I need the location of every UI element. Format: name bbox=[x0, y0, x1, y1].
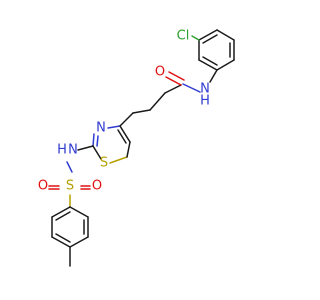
c-cl-bond bbox=[191, 35, 200, 41]
sulfonamide-nitrogen-label: N bbox=[68, 143, 78, 158]
amide-nitrogen-label: N bbox=[200, 82, 210, 97]
chain-bond-2 bbox=[132, 109, 151, 114]
sulfonyl-oxygen-left-label: O bbox=[38, 179, 48, 194]
carbonyl-oxygen-label: O bbox=[155, 65, 165, 80]
thiazole-nitrogen-label: N bbox=[96, 121, 106, 136]
tolyl-ring bbox=[51, 206, 89, 248]
carbonyl-double-bond-a bbox=[165, 76, 182, 86]
amide-hydrogen-label: H bbox=[200, 94, 210, 109]
sulfonamide-hydrogen-label: H bbox=[57, 143, 67, 158]
n-carbonyl-bond bbox=[182, 83, 201, 93]
chlorophenyl-ring bbox=[198, 29, 235, 71]
thiazole-nh-bond bbox=[77, 145, 94, 151]
chain-bond-1 bbox=[149, 92, 166, 111]
thiazole-sulfur-label: S bbox=[100, 156, 108, 171]
nh-s-bond bbox=[66, 161, 73, 173]
carbonyl-double-bond-b bbox=[168, 71, 185, 81]
sulfonyl-sulfur-label: S bbox=[66, 179, 74, 194]
sulfonyl-oxygen-right-label: O bbox=[92, 179, 102, 194]
carbonyl-ch2-bond bbox=[164, 84, 182, 94]
molecule-diagram: Cl N H O N S N H S O O bbox=[38, 29, 235, 267]
aryl-n-bond bbox=[209, 69, 218, 83]
structure-svg: Cl N H O N S N H S O O bbox=[38, 29, 235, 267]
chlorine-atom-label: Cl bbox=[177, 29, 190, 44]
thiazole-ring bbox=[92, 125, 131, 164]
chain-bond-3 bbox=[119, 112, 134, 127]
